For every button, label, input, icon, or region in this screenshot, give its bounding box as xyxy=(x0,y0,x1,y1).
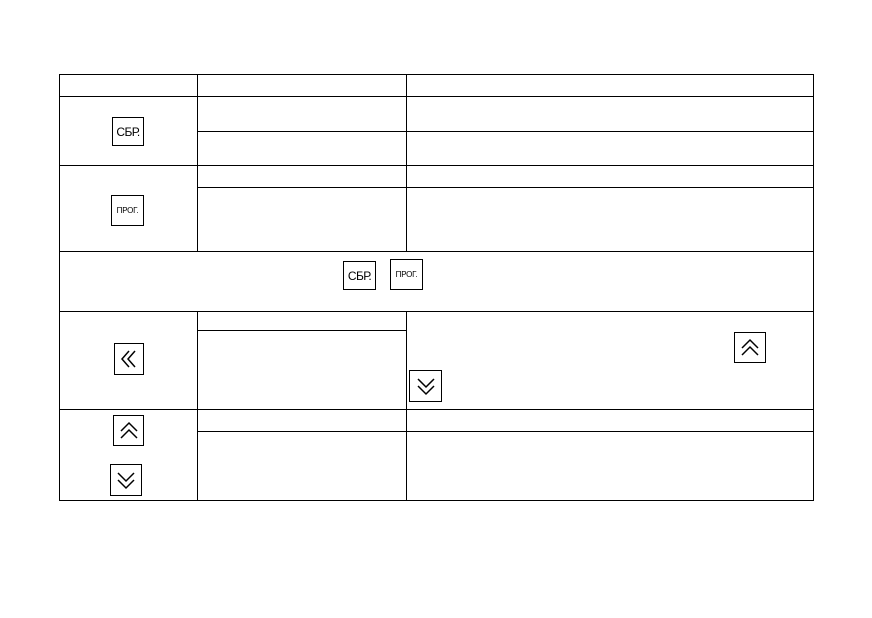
row-left-inner-divider xyxy=(197,330,406,331)
column-divider-1-lower xyxy=(197,311,198,501)
row-updown-inner-divider xyxy=(197,431,814,432)
table-header-divider xyxy=(59,96,814,97)
double-chevron-up-icon xyxy=(734,332,766,363)
program-key-icon: ПРОГ. xyxy=(390,259,423,290)
table-border-right xyxy=(813,74,814,501)
reset-key-label: СБР. xyxy=(116,124,140,139)
reset-key-icon: СБР. xyxy=(343,261,376,290)
row-divider-combo-left xyxy=(59,311,814,312)
reset-key-label: СБР. xyxy=(347,268,372,283)
table-border-left xyxy=(59,74,60,501)
row-divider-program-combo xyxy=(59,251,814,252)
table-border-top xyxy=(59,74,814,75)
row-reset-inner-divider xyxy=(197,131,814,132)
program-key-label: ПРОГ. xyxy=(116,205,139,215)
double-chevron-left-icon xyxy=(114,343,144,375)
row-divider-reset-program xyxy=(59,165,814,166)
table-border-bottom xyxy=(59,500,814,501)
column-divider-1-upper xyxy=(197,74,198,252)
double-chevron-up-icon xyxy=(113,415,144,446)
row-divider-left-updown xyxy=(59,409,814,410)
double-chevron-down-icon xyxy=(409,370,442,402)
column-divider-2-upper xyxy=(406,74,407,252)
row-program-inner-divider xyxy=(197,187,814,188)
program-key-icon: ПРОГ. xyxy=(111,195,144,226)
reset-key-icon: СБР. xyxy=(112,117,144,146)
double-chevron-down-icon xyxy=(110,464,142,496)
program-key-label: ПРОГ. xyxy=(395,269,418,279)
column-divider-2-lower xyxy=(406,311,407,501)
